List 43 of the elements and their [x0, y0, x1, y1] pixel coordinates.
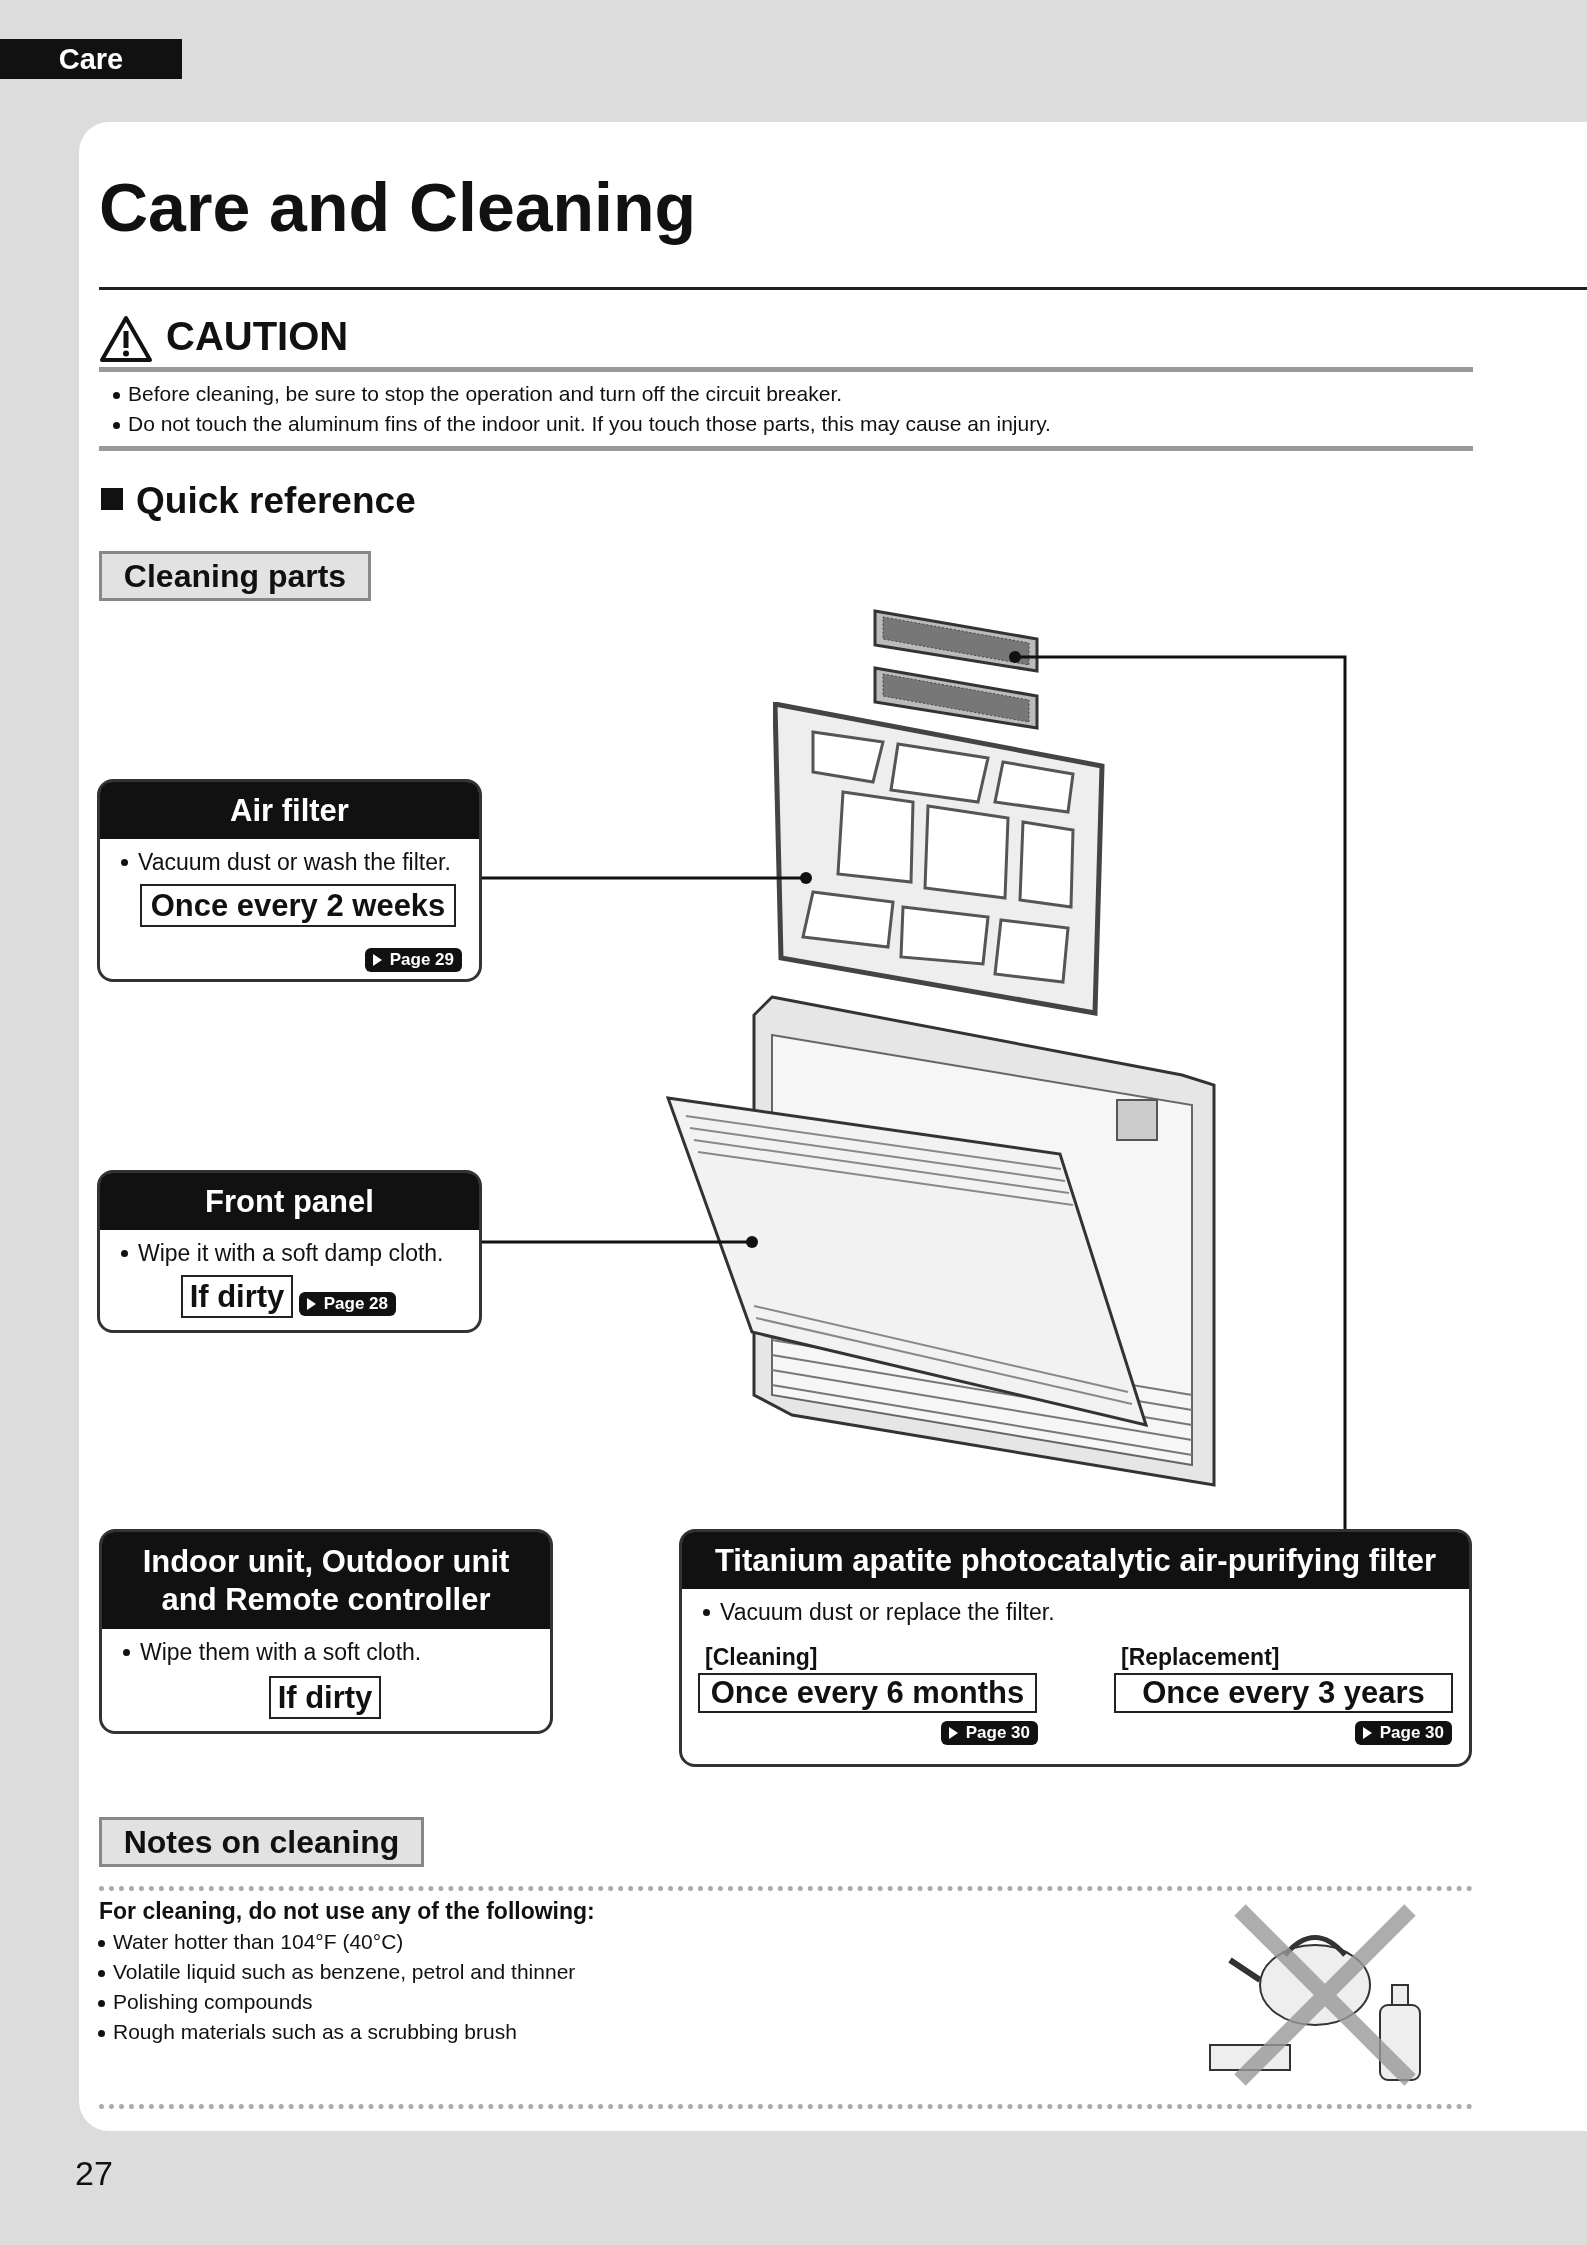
section-tab: Care	[0, 39, 182, 79]
leader-line	[1009, 651, 1347, 1529]
card-header: Titanium apatite photocatalytic air-purifying filter	[682, 1532, 1469, 1589]
leader-line	[482, 1236, 758, 1248]
page-reference-badge: Page 30	[1355, 1721, 1452, 1745]
section-heading: [Replacement]	[1121, 1644, 1280, 1671]
section-heading-box: Notes on cleaning	[99, 1817, 424, 1867]
caution-text: Do not touch the aluminum fins of the indoor unit. If you touch those parts, this may cause an injury.	[110, 412, 1051, 436]
page-number: 27	[75, 2154, 113, 2193]
callout-card	[97, 779, 482, 982]
page-reference-badge: Page 30	[941, 1721, 1038, 1745]
air-filter-drawing	[773, 702, 1105, 1016]
page-reference-badge: Page 29	[365, 948, 462, 972]
instruction-text: Wipe them with a soft cloth.	[120, 1639, 422, 1666]
callout-card	[97, 1170, 482, 1333]
frequency-label: If dirty	[269, 1676, 381, 1719]
caution-text: Before cleaning, be sure to stop the operation and turn off the circuit breaker.	[110, 382, 843, 406]
frequency-label: Once every 3 years	[1114, 1673, 1453, 1713]
caution-heading: CAUTION	[166, 314, 349, 359]
callout-card	[99, 1529, 553, 1734]
front-panel-drawing	[666, 1096, 1148, 1428]
card-header: Front panel	[100, 1173, 479, 1230]
leader-line	[482, 872, 812, 884]
page-reference-badge: Page 28	[299, 1292, 396, 1316]
instruction-text: Vacuum dust or replace the filter.	[700, 1599, 1055, 1626]
card-header: Indoor unit, Outdoor unit and Remote controller	[102, 1532, 550, 1629]
frequency-label: Once every 6 months	[698, 1673, 1037, 1713]
note-text: Polishing compounds	[95, 1990, 313, 2014]
notes-heading: For cleaning, do not use any of the following:	[99, 1898, 595, 1925]
section-heading-box: Cleaning parts	[99, 551, 371, 601]
frequency-label: If dirty	[181, 1275, 293, 1318]
card-header: Air filter	[100, 782, 479, 839]
callout-card	[679, 1529, 1472, 1767]
section-heading: Quick reference	[136, 480, 416, 522]
note-text: Volatile liquid such as benzene, petrol and thinner	[95, 1960, 576, 1984]
page-title: Care and Cleaning	[99, 168, 697, 246]
frequency-label: Once every 2 weeks	[140, 884, 456, 927]
section-heading: [Cleaning]	[705, 1644, 818, 1671]
note-text: Rough materials such as a scrubbing brush	[95, 2020, 517, 2044]
deodorizing-filter-drawing	[873, 609, 1040, 675]
instruction-text: Wipe it with a soft damp cloth.	[118, 1240, 444, 1267]
instruction-text: Vacuum dust or wash the filter.	[118, 849, 451, 876]
note-text: Water hotter than 104°F (40°C)	[95, 1930, 404, 1954]
